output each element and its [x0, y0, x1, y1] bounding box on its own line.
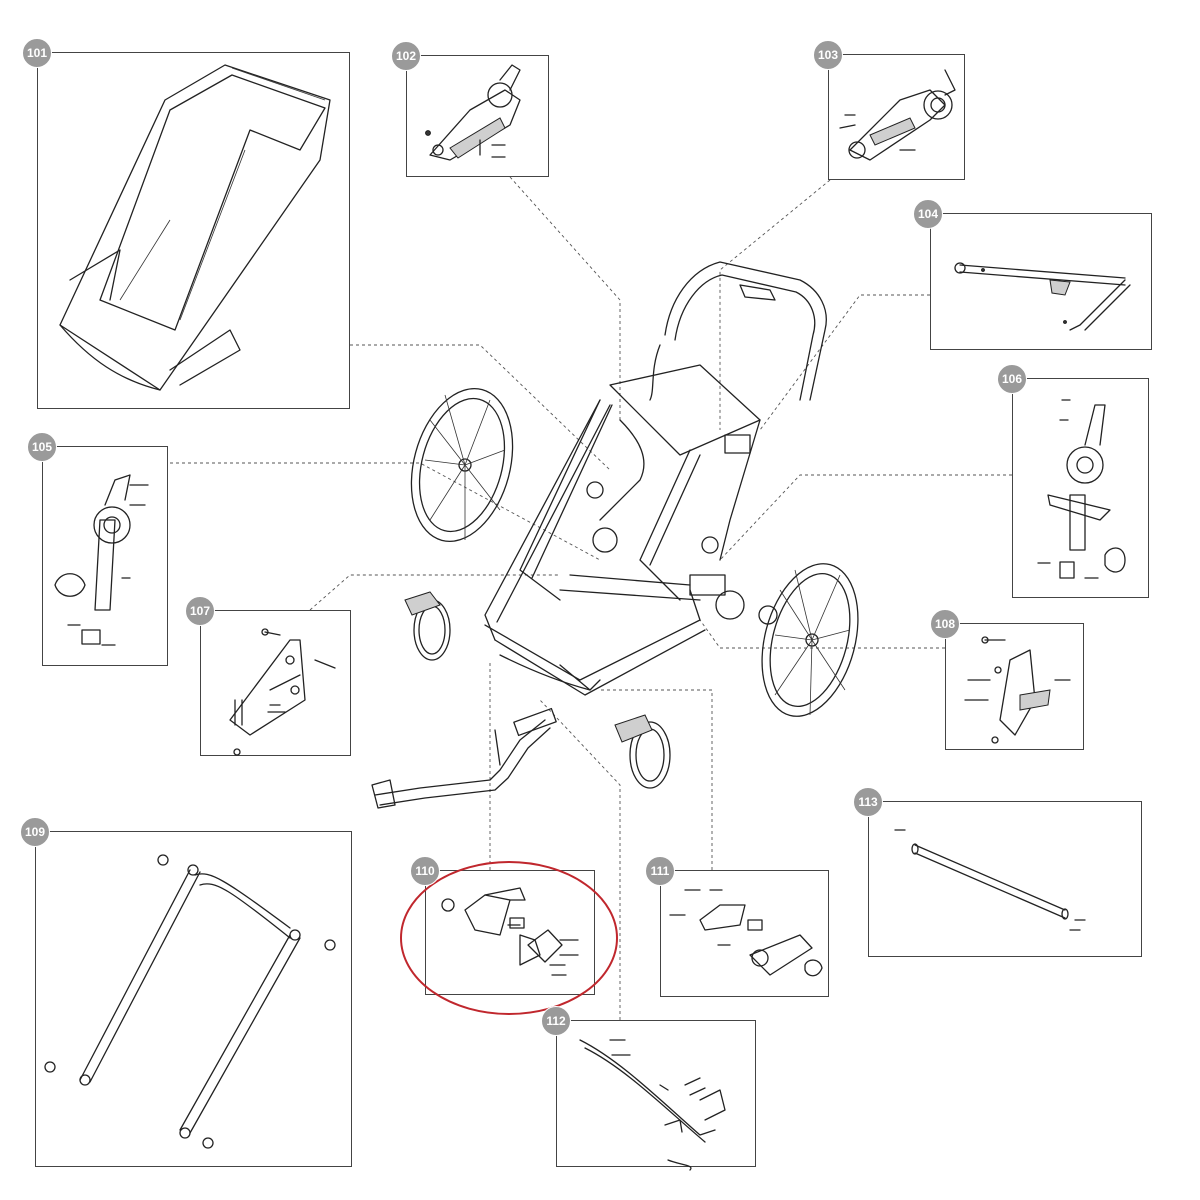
part-113-axle [894, 829, 1086, 931]
part-108-mount-plate [964, 636, 1071, 744]
box-112 [556, 1020, 756, 1167]
box-107 [200, 610, 351, 756]
part-111-latch [669, 889, 823, 977]
box-102 [406, 55, 549, 177]
badge-113: 113 [853, 787, 883, 817]
badge-112: 112 [541, 1006, 571, 1036]
badge-106: 106 [997, 364, 1027, 394]
swivel-wheel-left [404, 591, 451, 661]
badge-104: 104 [913, 199, 943, 229]
badge-105: 105 [27, 432, 57, 462]
tow-arm [371, 707, 557, 809]
box-108 [945, 623, 1084, 750]
part-110-brackets [441, 887, 579, 976]
part-105-latch [54, 474, 149, 646]
highlight-circle [400, 861, 618, 1015]
box-111 [660, 870, 829, 997]
part-107-mount-plate [229, 628, 336, 756]
leader-lines [170, 176, 1012, 1020]
box-110 [425, 870, 595, 995]
part-112-fork [579, 1039, 726, 1171]
part-106-latch [1037, 399, 1126, 579]
rear-wheel-left [410, 387, 514, 543]
part-109-handlebar [44, 854, 336, 1149]
box-101 [37, 52, 350, 409]
box-106 [1012, 378, 1149, 598]
box-103 [828, 54, 965, 180]
part-104-crossbar [954, 262, 1131, 331]
badge-102: 102 [391, 41, 421, 71]
swivel-wheel-right [614, 714, 671, 789]
badge-108: 108 [930, 609, 960, 639]
box-104 [930, 213, 1152, 350]
part-102-bracket [425, 64, 521, 161]
badge-109: 109 [20, 817, 50, 847]
box-113 [868, 801, 1142, 957]
box-109 [35, 831, 352, 1167]
badge-107: 107 [185, 596, 215, 626]
stroller-frame [484, 261, 827, 696]
badge-111: 111 [645, 856, 675, 886]
box-105 [42, 446, 168, 666]
badge-101: 101 [22, 38, 52, 68]
rear-wheel-right [715, 563, 859, 717]
badge-110: 110 [410, 856, 440, 886]
badge-103: 103 [813, 40, 843, 70]
part-103-bracket [839, 69, 956, 161]
part-101-seat [59, 64, 331, 391]
